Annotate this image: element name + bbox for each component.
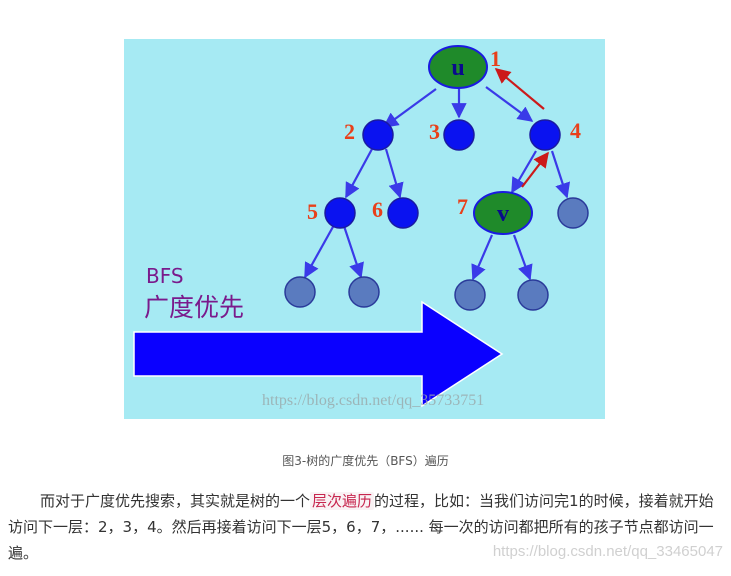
- tree-nodes: [284, 45, 589, 311]
- bfs-tree-figure: u v 1 2 3 4 5 6 7 BFS 广度优先 https://blog.…: [124, 39, 605, 419]
- node-3: [443, 119, 475, 151]
- node-u: [428, 45, 488, 89]
- bfs-title: BFS: [146, 264, 184, 288]
- node-v-sibling: [557, 197, 589, 229]
- tree-edges: [304, 86, 571, 281]
- figure-watermark: https://blog.csdn.net/qq_35733751: [262, 392, 484, 409]
- order-label-6: 6: [372, 197, 383, 222]
- edge-2-5: [345, 148, 373, 199]
- edge-u-2: [382, 88, 437, 128]
- paragraph-text-before: 而对于广度优先搜索，其实就是树的一个: [40, 492, 311, 510]
- paragraph-text-after: 的过程，比如：当我们访问完1的时候，接着就开始访问下一层：2，3，4。然后再接着…: [8, 492, 714, 562]
- big-direction-arrow: [133, 300, 504, 408]
- leaf-3: [454, 279, 486, 311]
- edge-u-4: [485, 86, 534, 122]
- bfs-subtitle: 广度优先: [144, 293, 244, 322]
- order-label-1: 1: [490, 46, 501, 71]
- edge-2-6: [384, 148, 404, 199]
- highlight-label: v: [497, 201, 509, 227]
- node-6: [387, 197, 419, 229]
- order-label-2: 2: [344, 119, 355, 144]
- edge-5-l: [304, 224, 335, 279]
- order-label-7: 7: [457, 194, 468, 219]
- leaf-2: [348, 276, 380, 308]
- figure-caption: 图3-树的广度优先（BFS）遍历: [282, 454, 449, 468]
- root-label: u: [451, 55, 464, 81]
- backtrack-arrows: [494, 68, 549, 188]
- body-paragraph: 而对于广度优先搜索，其实就是树的一个层次遍历的过程，比如：当我们访问完1的时候，…: [8, 488, 724, 566]
- red-arrow-v-to-4: [521, 151, 549, 188]
- page-watermark: https://blog.csdn.net/qq_33465047: [492, 543, 723, 560]
- leaf-4: [517, 279, 549, 311]
- order-label-3: 3: [429, 119, 440, 144]
- node-2: [362, 119, 394, 151]
- edge-v-r: [512, 234, 533, 281]
- node-5: [324, 197, 356, 229]
- edge-4-right: [550, 150, 571, 199]
- node-v: [473, 191, 533, 235]
- order-label-4: 4: [570, 118, 581, 143]
- leaf-1: [284, 276, 316, 308]
- node-4: [529, 119, 561, 151]
- red-arrow-4-to-u: [494, 68, 545, 110]
- inline-code-highlight: 层次遍历: [310, 492, 375, 510]
- edge-4-v: [511, 150, 537, 194]
- edge-5-r: [342, 225, 364, 279]
- order-labels: 1 2 3 4 5 6 7: [307, 46, 581, 224]
- order-label-5: 5: [307, 199, 318, 224]
- edge-v-l: [471, 234, 494, 281]
